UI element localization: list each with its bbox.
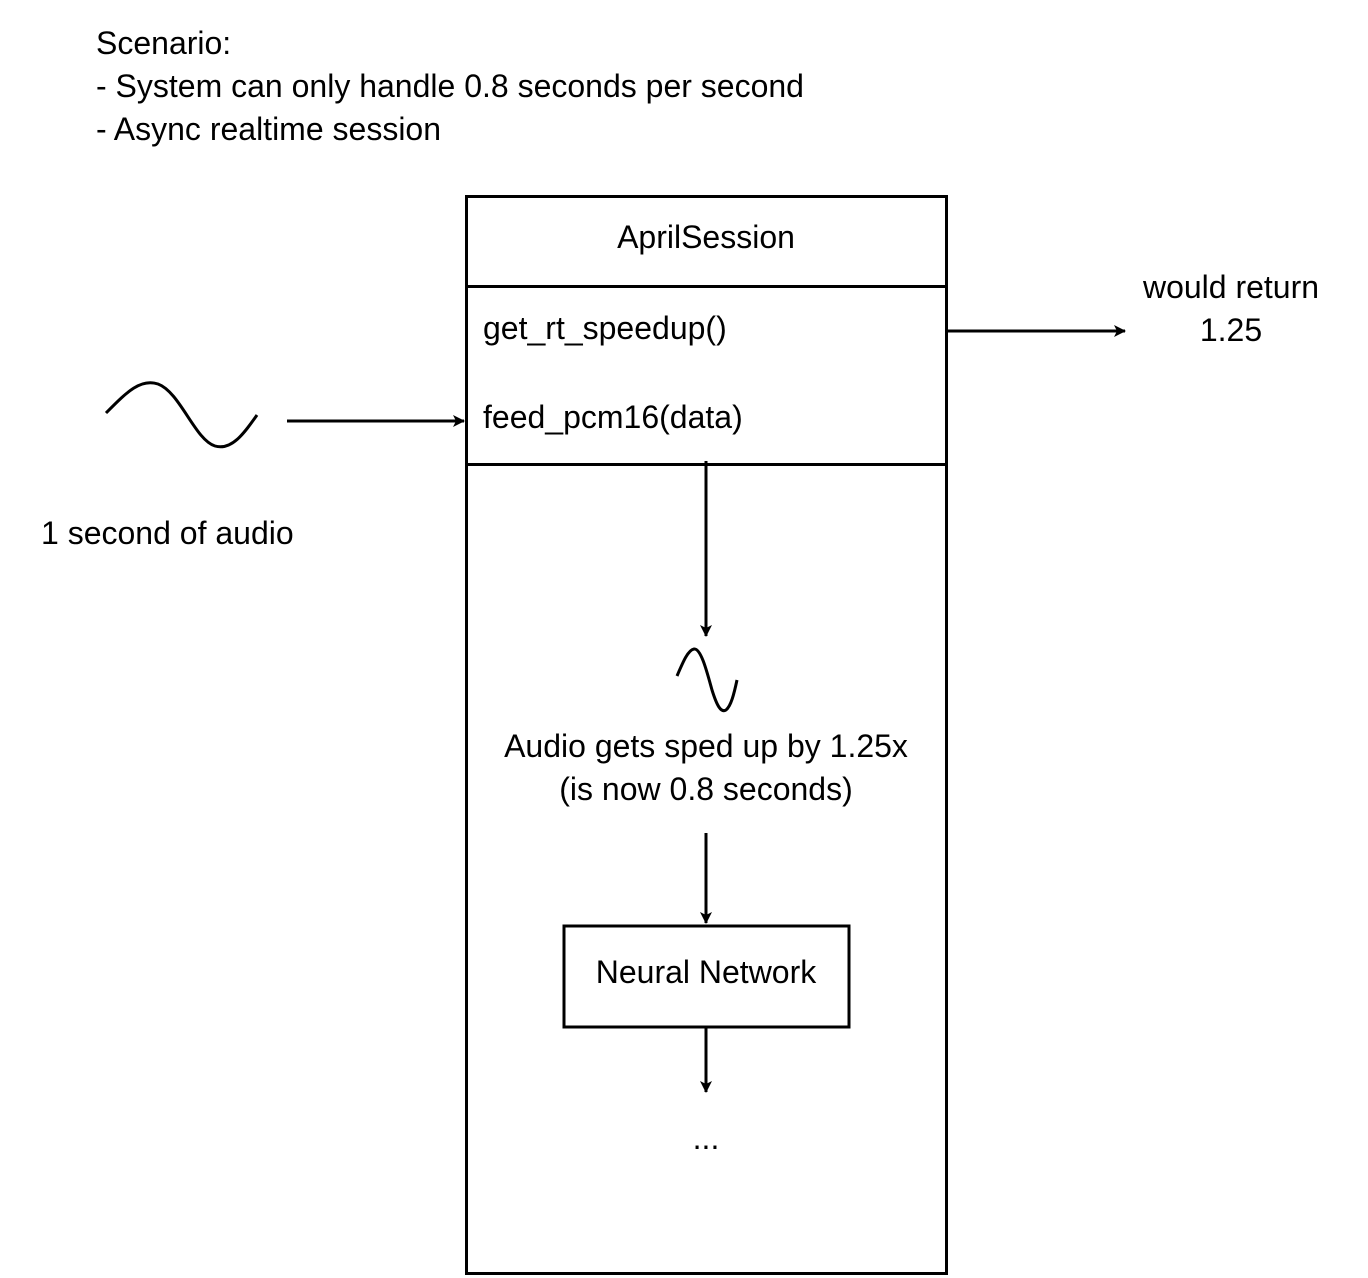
method-get-rt-speedup: get_rt_speedup()	[483, 310, 727, 346]
session-title: AprilSession	[617, 219, 795, 255]
return-note: would return 1.25	[1143, 266, 1319, 352]
sped-up-audio-wave-icon	[675, 647, 739, 713]
scenario-heading: Scenario:	[96, 25, 232, 61]
return-note-line: would return	[1142, 269, 1320, 305]
speedup-note: Audio gets sped up by 1.25x (is now 0.8 …	[504, 725, 908, 811]
input-audio-wave-icon	[104, 381, 259, 449]
scenario-item: - Async realtime session	[96, 111, 442, 147]
input-audio-label: 1 second of audio	[41, 515, 294, 551]
neural-network-label: Neural Network	[595, 954, 817, 990]
method-feed-pcm16: feed_pcm16(data)	[483, 399, 743, 435]
april-session-box	[465, 195, 948, 1275]
return-value: 1.25	[1199, 312, 1263, 348]
scenario-item: - System can only handle 0.8 seconds per…	[96, 68, 804, 104]
speedup-note-line: (is now 0.8 seconds)	[559, 771, 853, 807]
speedup-note-line: Audio gets sped up by 1.25x	[504, 728, 908, 764]
continuation-ellipsis: ...	[692, 1120, 720, 1156]
scenario-description: Scenario: - System can only handle 0.8 s…	[96, 22, 804, 151]
neural-network-box	[562, 924, 851, 1029]
